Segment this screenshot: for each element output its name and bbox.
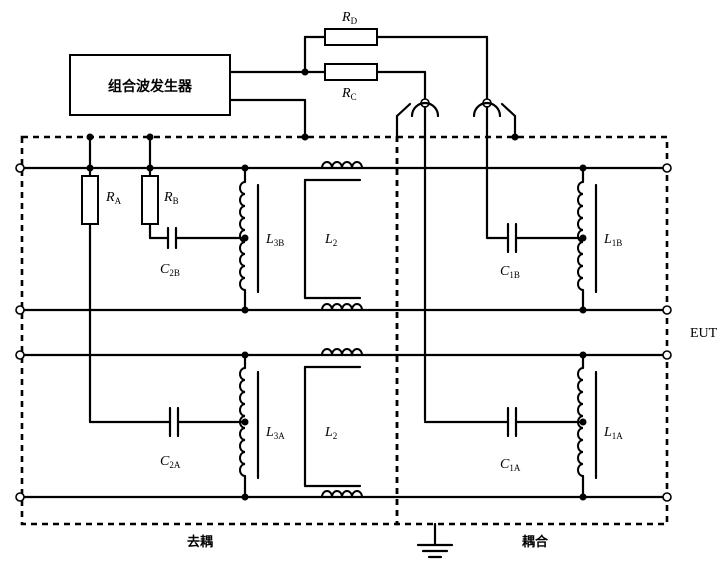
generator-wiring bbox=[228, 35, 327, 141]
switch-d bbox=[472, 35, 519, 240]
right-terminals bbox=[662, 163, 672, 502]
l1a-label: L1A bbox=[603, 425, 623, 441]
inductor-l2-top: L2 bbox=[303, 161, 363, 311]
ra-label: RA bbox=[105, 190, 122, 206]
c1a-label: C1A bbox=[500, 457, 521, 473]
combination-wave-generator: 组合波发生器 bbox=[69, 54, 231, 116]
resistor-rb: RB bbox=[141, 133, 179, 240]
ground-icon bbox=[416, 522, 454, 559]
inductor-l2-bottom: L2 bbox=[303, 348, 363, 498]
capacitor-c2a: C2A bbox=[158, 406, 249, 470]
c1b-label: C1B bbox=[500, 264, 520, 280]
resistor-ra: RA bbox=[81, 133, 162, 424]
decoupling-label: 去耦 bbox=[187, 534, 213, 550]
inductor-l1a: L1A bbox=[577, 351, 623, 501]
l3a-label: L3A bbox=[265, 425, 285, 441]
capacitor-c1b: C1B bbox=[485, 222, 587, 280]
decoupling-enclosure bbox=[20, 135, 399, 526]
coupling-enclosure bbox=[395, 135, 669, 526]
l1b-label: L1B bbox=[603, 232, 622, 248]
l3b-label: L3B bbox=[265, 232, 284, 248]
rd-label: RD bbox=[341, 10, 358, 26]
c2b-label: C2B bbox=[160, 262, 180, 278]
coupling-label: 耦合 bbox=[522, 534, 549, 550]
c2a-label: C2A bbox=[160, 454, 181, 470]
rc-label: RC bbox=[341, 86, 357, 102]
left-terminals bbox=[15, 163, 25, 502]
resistor-rd: RD bbox=[324, 10, 489, 46]
capacitor-c1a: C1A bbox=[423, 406, 587, 473]
eut-label: EUT bbox=[690, 326, 718, 341]
line-conductors bbox=[18, 166, 669, 499]
l2-bottom-label: L2 bbox=[324, 425, 337, 441]
inductor-l3b: L3B bbox=[239, 164, 284, 314]
capacitor-c2b: C2B bbox=[160, 226, 249, 278]
inductor-l3a: L3A bbox=[239, 351, 285, 501]
rb-label: RB bbox=[163, 190, 179, 206]
switch-c bbox=[395, 70, 440, 422]
l2-top-label: L2 bbox=[324, 232, 337, 248]
inductor-l1b: L1B bbox=[577, 164, 622, 314]
generator-label: 组合波发生器 bbox=[108, 78, 193, 95]
resistor-rc: RC bbox=[324, 63, 427, 102]
